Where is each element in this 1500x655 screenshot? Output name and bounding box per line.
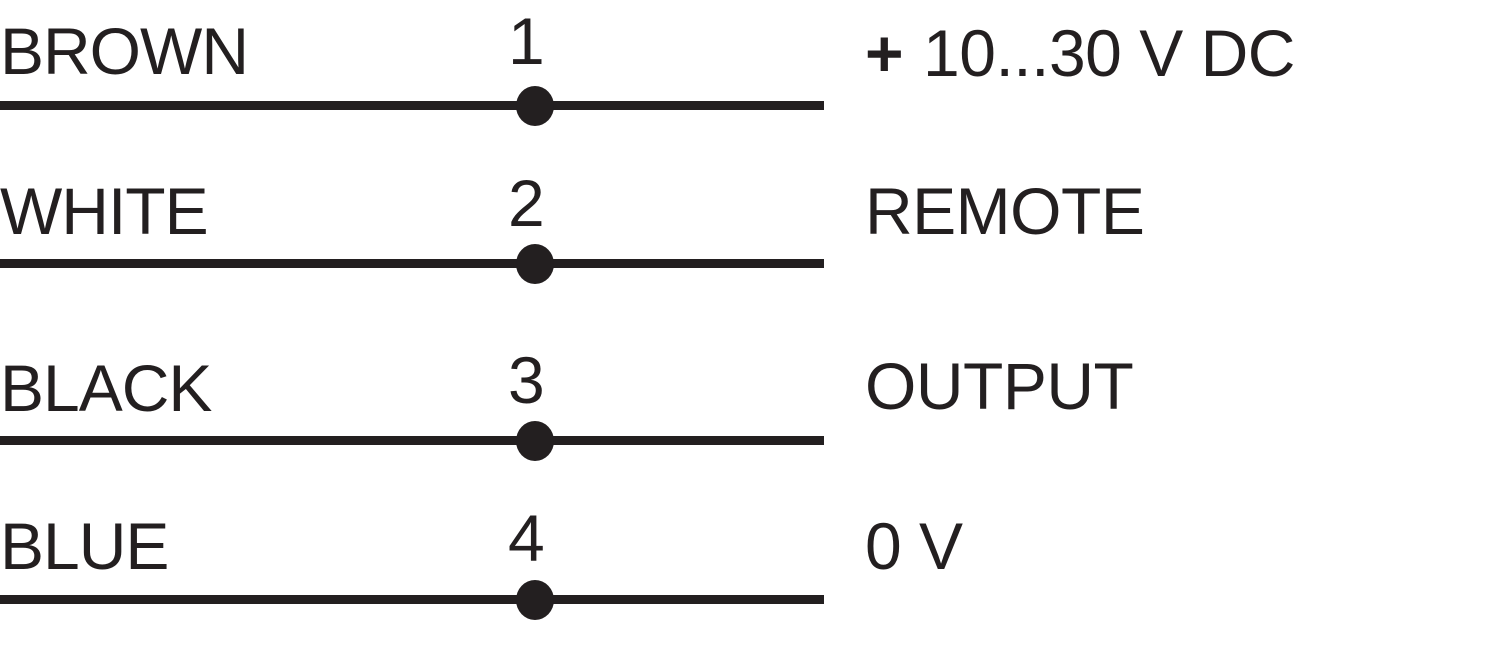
pin-function-text: REMOTE xyxy=(865,174,1145,248)
wire-line xyxy=(0,595,824,604)
wire-line xyxy=(0,101,824,110)
connection-dot-icon xyxy=(516,244,554,284)
wire-line xyxy=(0,436,824,445)
connection-dot-icon xyxy=(516,421,554,461)
pin-number: 4 xyxy=(508,501,545,575)
wire-row-3: BLACK 3 OUTPUT xyxy=(0,335,1500,495)
wire-row-2: WHITE 2 REMOTE xyxy=(0,158,1500,318)
pin-function: REMOTE xyxy=(865,178,1145,244)
wire-color-label: BROWN xyxy=(0,14,249,88)
plus-icon: + xyxy=(865,16,904,90)
wire-color-label: WHITE xyxy=(0,174,209,248)
wire-color-label: BLUE xyxy=(0,509,169,583)
wire-row-4: BLUE 4 0 V xyxy=(0,495,1500,655)
pin-number: 3 xyxy=(508,343,545,417)
pin-number: 1 xyxy=(508,4,545,78)
pin-function: 0 V xyxy=(865,513,963,579)
pin-function-text: 0 V xyxy=(865,509,963,583)
pin-function: OUTPUT xyxy=(865,353,1134,419)
wire-row-1: BROWN 1 +10...30 V DC xyxy=(0,0,1500,160)
pin-function-text: OUTPUT xyxy=(865,349,1134,423)
pin-function: +10...30 V DC xyxy=(865,20,1295,86)
connection-dot-icon xyxy=(516,580,554,620)
pin-function-text: 10...30 V DC xyxy=(923,16,1295,90)
pin-number: 2 xyxy=(508,166,545,240)
wire-line xyxy=(0,259,824,268)
connection-dot-icon xyxy=(516,86,554,126)
wire-color-label: BLACK xyxy=(0,351,212,425)
